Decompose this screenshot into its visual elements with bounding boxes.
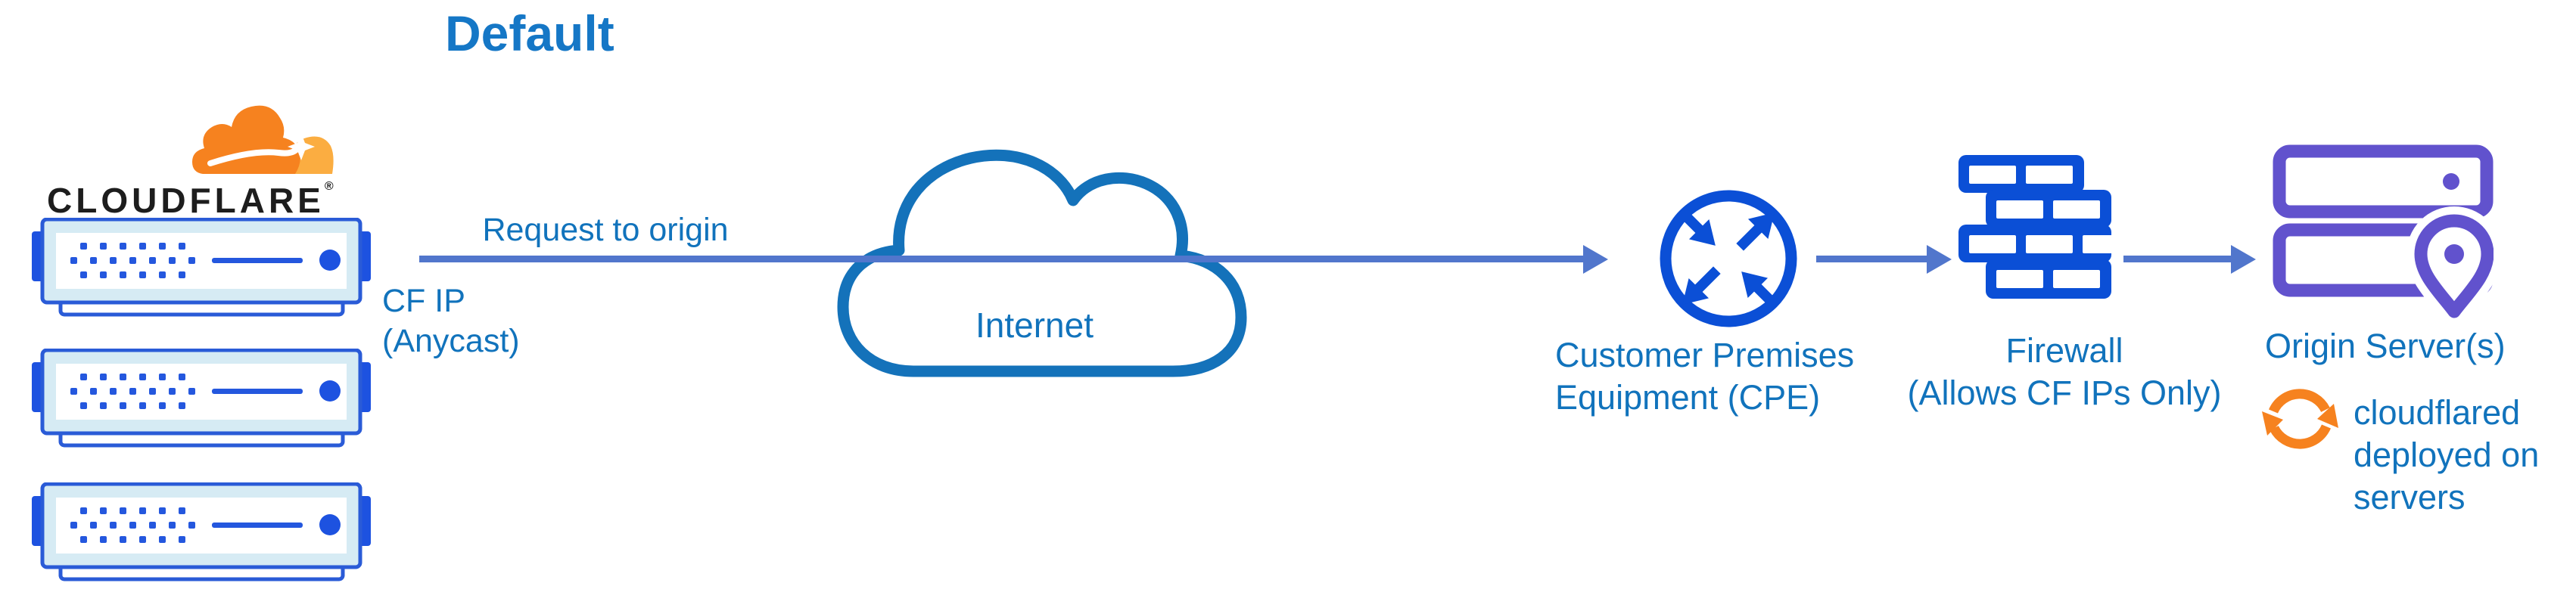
request-to-origin-label: Request to origin bbox=[482, 212, 729, 248]
flow-arrowhead-icon bbox=[1927, 245, 1952, 274]
origin-server-icon bbox=[2273, 144, 2494, 319]
cf-ip-anycast-label: CF IP (Anycast) bbox=[382, 283, 520, 360]
flow-arrow-icon bbox=[419, 256, 1583, 262]
cpe-router-icon bbox=[1660, 190, 1797, 327]
brand-wordmark: CLOUDFLARE® bbox=[47, 180, 334, 220]
firewall-label: Firewall (Allows CF IPs Only) bbox=[1907, 331, 2222, 412]
firewall-icon bbox=[1958, 155, 2115, 299]
page-title: Default bbox=[445, 5, 614, 61]
internet-cloud-icon bbox=[837, 149, 1247, 377]
origin-server-label: Origin Server(s) bbox=[2265, 327, 2506, 365]
registered-mark: ® bbox=[324, 180, 334, 193]
sparkle-icon bbox=[288, 133, 315, 160]
internet-label: Internet bbox=[975, 305, 1094, 345]
power-led-icon bbox=[319, 380, 341, 402]
cloudflared-note: cloudflared deployed on servers bbox=[2354, 393, 2540, 516]
sync-icon bbox=[2262, 389, 2338, 449]
flow-arrowhead-icon bbox=[2231, 245, 2256, 274]
flow-arrow-icon bbox=[2123, 256, 2231, 262]
flow-arrow-icon bbox=[1816, 256, 1927, 262]
power-led-icon bbox=[319, 250, 341, 271]
edge-server-icon bbox=[32, 349, 371, 448]
cpe-label: Customer Premises Equipment (CPE) bbox=[1555, 336, 1855, 417]
edge-server-icon bbox=[32, 482, 371, 581]
cloudflare-logo-icon bbox=[192, 105, 334, 174]
power-led-icon bbox=[319, 514, 341, 535]
flow-arrowhead-icon bbox=[1583, 245, 1608, 274]
edge-server-icon bbox=[32, 218, 371, 317]
location-pin-icon bbox=[2406, 206, 2494, 319]
